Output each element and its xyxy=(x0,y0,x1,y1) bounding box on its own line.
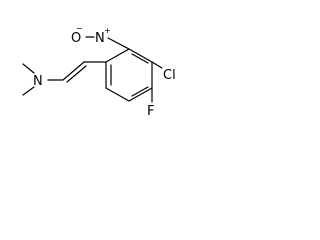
ring-bond-2 xyxy=(128,48,153,63)
chemical-structure: N + O − Cl F N xyxy=(22,24,176,119)
nitro-oxygen-label: O xyxy=(71,31,81,46)
dimethylamino-group: N xyxy=(22,63,64,96)
amine-nitrogen-label: N xyxy=(33,74,43,89)
ring-bond-4 xyxy=(128,87,153,102)
ring-to-cl-bond xyxy=(151,61,163,69)
ring-inner-double-2 xyxy=(131,86,149,97)
fluorine-substituent: F xyxy=(147,87,154,119)
nitro-minus-charge: − xyxy=(76,24,83,33)
n-methyl-bond-upper xyxy=(22,63,35,74)
vinyl-chain xyxy=(62,61,107,83)
fluorine-label: F xyxy=(147,104,154,119)
nitro-plus-charge: + xyxy=(104,26,111,35)
nitro-nitrogen-label: N xyxy=(95,31,105,46)
benzene-ring xyxy=(105,48,153,102)
vinyl-double-bond-outer xyxy=(62,61,85,81)
nitro-group: N + O − xyxy=(71,24,130,50)
vinyl-double-bond-inner xyxy=(66,65,87,83)
n-methyl-bond-lower xyxy=(22,86,35,96)
ring-inner-double-1 xyxy=(131,53,149,64)
ring-bond-5 xyxy=(105,87,130,102)
ring-to-nitro-bond xyxy=(107,37,130,50)
chlorine-substituent: Cl xyxy=(151,61,176,83)
ring-bond-1 xyxy=(105,48,130,63)
chlorine-label: Cl xyxy=(163,68,176,83)
